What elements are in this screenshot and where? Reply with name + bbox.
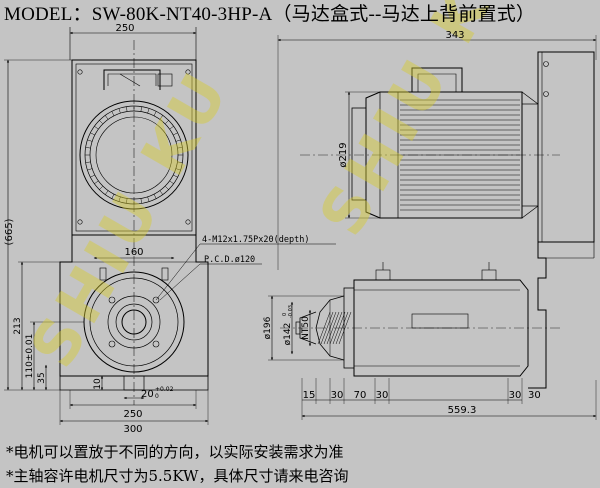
dim-dia-142-tol-lower: -0.03 bbox=[288, 305, 294, 318]
dim-dia-196: ø196 bbox=[263, 316, 273, 339]
dim-height-213: 213 bbox=[13, 317, 23, 334]
dim-slot-20-tol-lower: 0 bbox=[155, 393, 159, 400]
dim-slot-10: 10 bbox=[93, 378, 103, 390]
dimension-labels: 250 343 (665) ø219 160 4-M12x1.75Px20(de… bbox=[4, 23, 541, 435]
dim-dia-142-tol-upper: 0 bbox=[282, 313, 288, 316]
dim-height-35: 35 bbox=[37, 372, 47, 383]
note-motor-size: *主轴容许电机尺寸为5.5KW，具体尺寸请来电咨询 bbox=[6, 467, 349, 485]
front-view bbox=[4, 27, 336, 425]
note-placement: *电机可以置放于不同的方向，以实际安装需求为准 bbox=[6, 443, 344, 461]
dim-slot-20: 20 bbox=[141, 389, 154, 400]
dim-seg-30d: 30 bbox=[528, 390, 541, 401]
model-title: MODEL：SW-80K-NT40-3HP-A（马达盒式--马达上背前置式） bbox=[4, 4, 536, 25]
dim-top-width: 250 bbox=[115, 23, 134, 34]
dim-total-height: (665) bbox=[4, 218, 15, 245]
dim-inner-width: 160 bbox=[124, 247, 143, 258]
dim-seg-30a: 30 bbox=[331, 390, 344, 401]
dim-height-110: 110±0.01 bbox=[25, 334, 35, 379]
dim-seg-30c: 30 bbox=[509, 390, 522, 401]
dim-base-250: 250 bbox=[123, 409, 142, 420]
dim-length-559: 559.3 bbox=[448, 405, 477, 416]
dim-slot-20-tol-upper: +0.02 bbox=[155, 386, 174, 393]
dim-bolt-spec: 4-M12x1.75Px20(depth) bbox=[202, 235, 309, 245]
dim-base-300: 300 bbox=[123, 424, 142, 435]
dim-side-length: 343 bbox=[445, 30, 464, 41]
dim-dia-142: ø142 bbox=[283, 323, 293, 346]
dim-seg-30b: 30 bbox=[376, 390, 389, 401]
dim-motor-dia: ø219 bbox=[338, 142, 349, 167]
dim-seg-70: 70 bbox=[354, 390, 367, 401]
watermark-text-right: SHIU KU bbox=[305, 0, 534, 248]
dim-taper: NT50 bbox=[301, 316, 311, 340]
watermark-text: SHIU KU bbox=[16, 56, 245, 379]
side-view bbox=[268, 35, 597, 420]
dim-seg-15: 15 bbox=[303, 390, 316, 401]
dim-pcd: P.C.D.ø120 bbox=[204, 255, 255, 265]
